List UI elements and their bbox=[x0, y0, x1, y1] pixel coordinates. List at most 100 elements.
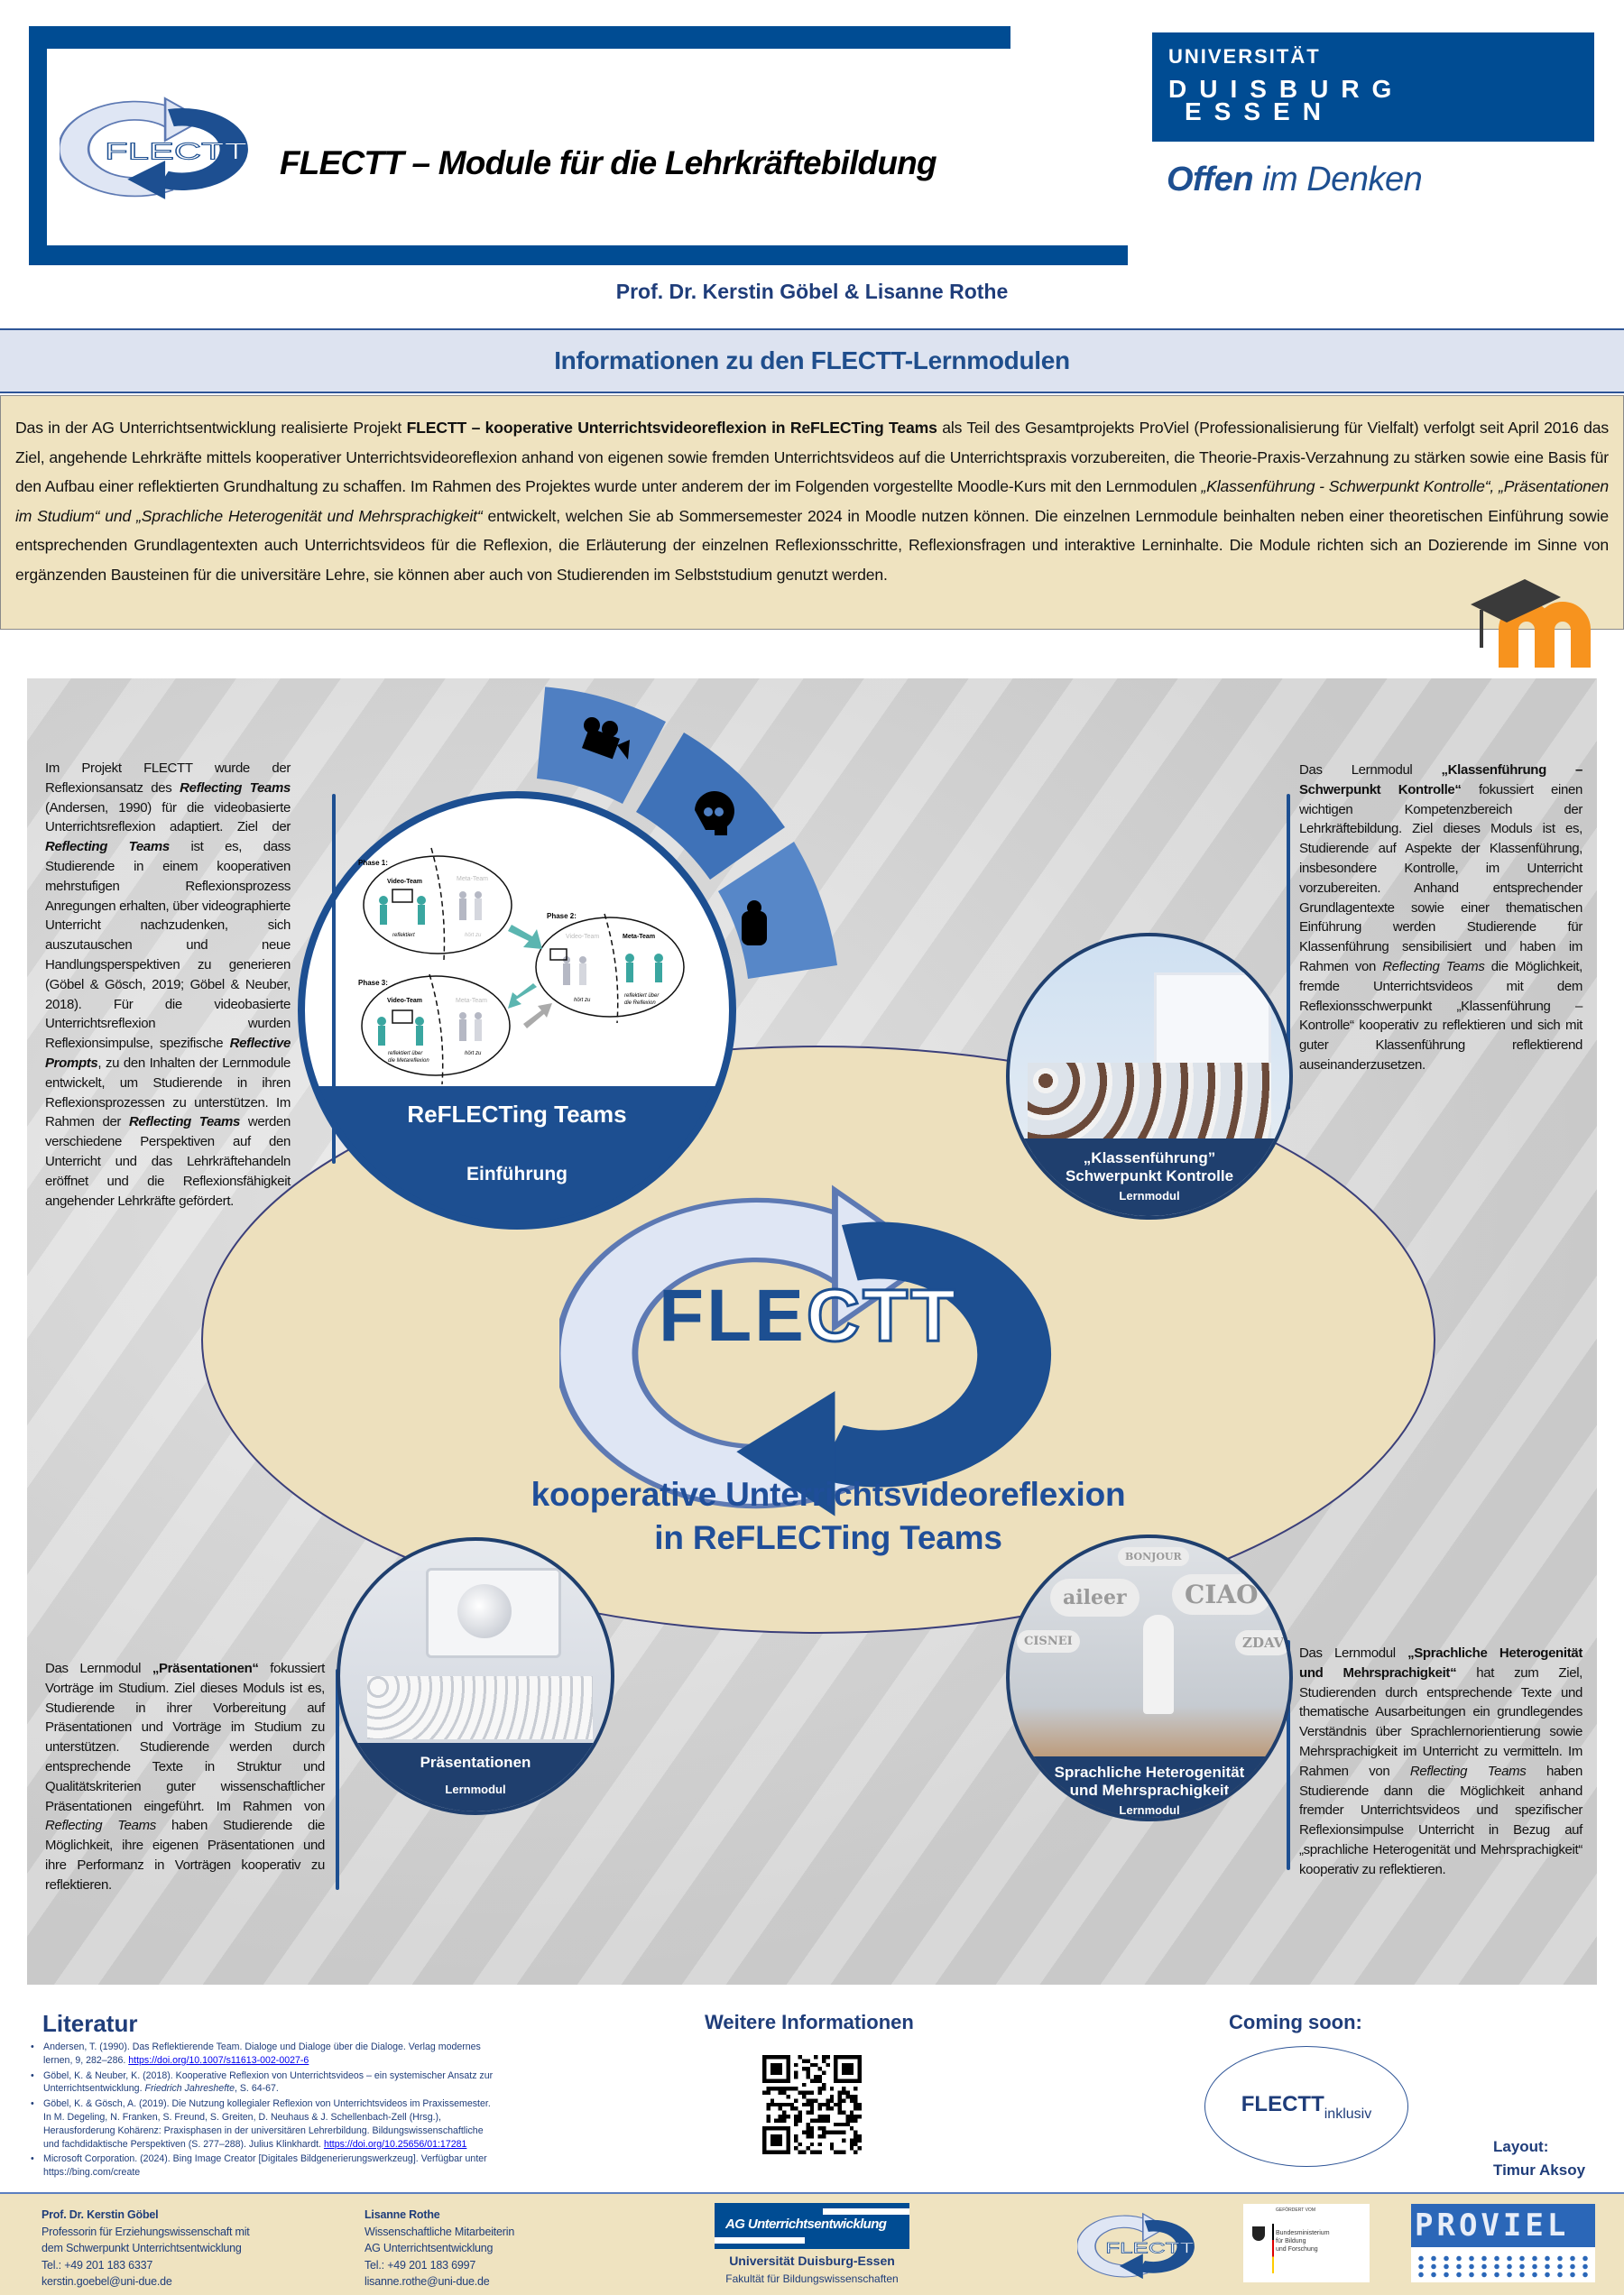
emphasis-text: Friedrich Jahreshefte bbox=[144, 2083, 235, 2095]
module-title-line2: und Mehrsprachigkeit bbox=[1069, 1782, 1230, 1799]
doi-link[interactable]: https://doi.org/10.25656/01:17281 bbox=[323, 2138, 467, 2150]
text-segment: werden verschiedene Perspektiven auf den… bbox=[45, 1114, 291, 1209]
speech-bubble: aileer bbox=[1050, 1579, 1140, 1617]
doi-link[interactable]: https://doi.org/10.1007/s11613-002-0027-… bbox=[128, 2054, 309, 2066]
text-segment: Microsoft Corporation. (2024). Bing Imag… bbox=[43, 2153, 487, 2179]
module-type: Lernmodul bbox=[1119, 1803, 1180, 1817]
eagle-icon bbox=[1252, 2226, 1265, 2241]
video-team-label: Video-Team bbox=[387, 879, 422, 885]
university-line2: DUISBURG bbox=[1168, 75, 1405, 103]
coming-soon-suffix: inklusiv bbox=[1324, 2106, 1372, 2122]
hoert-zu-label: hört zu bbox=[465, 933, 482, 938]
header-frame-top bbox=[29, 26, 1010, 49]
module-praesentationen[interactable]: Präsentationen Lernmodul bbox=[337, 1537, 614, 1815]
footer-flectt-logo: FLECTT bbox=[1077, 2208, 1206, 2284]
module-sprache[interactable]: aileer CIAO BONJOUR CISNEI ZDAV Sprachli… bbox=[1006, 1535, 1293, 1821]
text-segment: entwickelt, welchen Sie ab Sommersemeste… bbox=[15, 506, 1609, 584]
text-segment: , S. 64-67. bbox=[234, 2083, 279, 2095]
institution: Universität Duisburg-Essen Fakultät für … bbox=[713, 2254, 911, 2285]
bmbf-name: und Forschung bbox=[1276, 2246, 1318, 2253]
module-klassenfuehrung[interactable]: „Klassenführung” Schwerpunkt Kontrolle L… bbox=[1006, 933, 1293, 1220]
text-segment: Göbel, K. & Gösch, A. (2019). Die Nutzun… bbox=[43, 2098, 491, 2150]
proviel-logo: PROVIEL bbox=[1411, 2204, 1595, 2282]
central-graphic: ReFLECTing Teams Einführung bbox=[201, 687, 1435, 1634]
bmbf-name: Bundesministerium bbox=[1276, 2230, 1330, 2236]
center-subtitle-line2: in ReFLECTing Teams bbox=[654, 1519, 1002, 1556]
module-band: „Klassenführung” Schwerpunkt Kontrolle L… bbox=[1010, 1138, 1289, 1216]
speech-bubble: CISNEI bbox=[1017, 1630, 1080, 1653]
emphasis-text: Reflecting Teams bbox=[45, 839, 170, 855]
literature-item: Andersen, T. (1990). Das Reflektierende … bbox=[31, 2041, 500, 2068]
reflecting-teams-text: Im Projekt FLECTT wurde der Reflexionsan… bbox=[45, 759, 291, 1211]
text-segment: haben Studierende die Möglichkeit, ihre … bbox=[45, 1818, 325, 1893]
contact-role: AG Unterrichtsentwicklung bbox=[364, 2242, 494, 2255]
module-title-line1: Präsentationen bbox=[420, 1754, 531, 1771]
slogan-rest: im Denken bbox=[1253, 161, 1423, 198]
text-segment: fokussiert Vorträge im Studium. Ziel die… bbox=[45, 1661, 325, 1814]
text-segment: (Andersen, 1990) für die videobasierte U… bbox=[45, 799, 291, 835]
text-segment: Im Projekt FLECTT wurde der Reflexionsan… bbox=[45, 760, 291, 796]
authors-text: Prof. Dr. Kerstin Göbel & Lisanne Rothe bbox=[615, 280, 1009, 303]
layout-credit-name: Timur Aksoy bbox=[1493, 2161, 1586, 2179]
text-segment: fokussiert einen wichtigen Kompetenzbere… bbox=[1299, 781, 1582, 974]
contact-rothe: Lisanne Rothe Wissenschaftliche Mitarbei… bbox=[364, 2207, 514, 2290]
literature-list: Andersen, T. (1990). Das Reflektierende … bbox=[31, 2041, 500, 2181]
text-segment: Das Lernmodul bbox=[45, 1661, 152, 1676]
reflecting-title: ReFLECTing Teams bbox=[407, 1101, 626, 1128]
emphasis-text: „Sprachliche Heterogenität und Mehrsprac… bbox=[1299, 1645, 1582, 1681]
emphasis-text: Reflecting Teams bbox=[1409, 1763, 1527, 1779]
institution-university: Universität Duisburg-Essen bbox=[729, 2254, 895, 2268]
flag-stripe bbox=[1272, 2224, 1274, 2273]
poster-title: FLECTT – Module für die Lehrkräftebildun… bbox=[280, 144, 937, 181]
students-image bbox=[1028, 1063, 1271, 1144]
text-segment: die Möglichkeit, fremde Unterrichtsvideo… bbox=[1299, 958, 1582, 1073]
layout-credit: Layout: Timur Aksoy bbox=[1493, 2135, 1585, 2182]
video-team-label: Video-Team bbox=[566, 934, 599, 940]
contact-goebel: Prof. Dr. Kerstin Göbel Professorin für … bbox=[42, 2207, 250, 2290]
arrow-icon bbox=[523, 1003, 552, 1028]
contact-email[interactable]: lisanne.rothe@uni-due.de bbox=[364, 2275, 490, 2289]
contact-role: Wissenschaftliche Mitarbeiterin bbox=[364, 2225, 515, 2238]
phase2-label: Phase 2: bbox=[547, 912, 577, 920]
phase3-label: Phase 3: bbox=[358, 979, 388, 987]
text-segment: Andersen, T. (1990). Das Reflektierende … bbox=[43, 2042, 481, 2066]
module-title-line1: „Klassenführung” bbox=[1083, 1149, 1216, 1166]
reflexion-label: die Reflexion bbox=[624, 1000, 656, 1006]
logo-text: FLECTT bbox=[105, 139, 247, 165]
module-title-line1: Sprachliche Heterogenität bbox=[1054, 1764, 1245, 1781]
header-frame-left bbox=[29, 26, 47, 263]
center-logo-text: FLECTT bbox=[659, 1275, 958, 1357]
literature-title: Literatur bbox=[42, 2010, 138, 2037]
center-subtitle: kooperative Unterrichtsvideoreflexion in… bbox=[0, 1473, 1624, 1560]
coming-soon-title: Coming soon: bbox=[1229, 2011, 1362, 2033]
literature-item: Göbel, K. & Neuber, K. (2018). Kooperati… bbox=[31, 2069, 500, 2097]
emphasis-text: Reflecting Teams bbox=[1382, 958, 1485, 974]
emphasis-text: Reflecting Teams bbox=[45, 1818, 156, 1834]
text-segment: als Teil des Gesamtprojekts ProViel (Pro… bbox=[15, 419, 1609, 496]
center-flectt-logo: FLECTT bbox=[596, 1190, 1014, 1516]
coming-soon-name: FLECTT bbox=[1241, 2092, 1324, 2116]
divider-line bbox=[332, 794, 336, 1164]
emphasis-text: Reflecting Teams bbox=[180, 779, 291, 796]
university-line1: UNIVERSITÄT bbox=[1168, 45, 1321, 68]
layout-credit-label: Layout: bbox=[1493, 2138, 1549, 2155]
university-line3: ESSEN bbox=[1185, 97, 1333, 125]
reflektiert-label: reflektiert bbox=[392, 933, 415, 938]
qr-code[interactable] bbox=[762, 2055, 862, 2154]
literature-item: Microsoft Corporation. (2024). Bing Imag… bbox=[31, 2152, 500, 2180]
audience-image bbox=[367, 1676, 593, 1739]
university-slogan: Offen im Denken bbox=[1167, 161, 1423, 199]
klassenfuehrung-text: Das Lernmodul „Klassenführung – Schwerpu… bbox=[1299, 760, 1582, 1075]
text-segment: Das Lernmodul bbox=[1299, 762, 1442, 778]
praesentationen-text: Das Lernmodul „Präsentationen“ fokussier… bbox=[45, 1659, 325, 1895]
contact-email[interactable]: kerstin.goebel@uni-due.de bbox=[42, 2275, 172, 2289]
text-segment: Das in der AG Unterrichtsentwicklung rea… bbox=[15, 419, 407, 437]
braille-dots bbox=[1415, 2254, 1592, 2278]
intro-paragraph: Das in der AG Unterrichtsentwicklung rea… bbox=[15, 413, 1609, 590]
logo-text: FLECTT bbox=[1105, 2239, 1194, 2256]
meta-team-label: Meta-Team bbox=[623, 934, 655, 940]
speech-bubble: ZDAV bbox=[1235, 1630, 1289, 1655]
reflecting-diagram: Phase 1: Video-Team Meta-Team reflektier… bbox=[358, 847, 685, 1085]
header-frame-bottom bbox=[29, 245, 1128, 265]
contact-role: dem Schwerpunkt Unterrichtsentwicklung bbox=[42, 2242, 242, 2255]
